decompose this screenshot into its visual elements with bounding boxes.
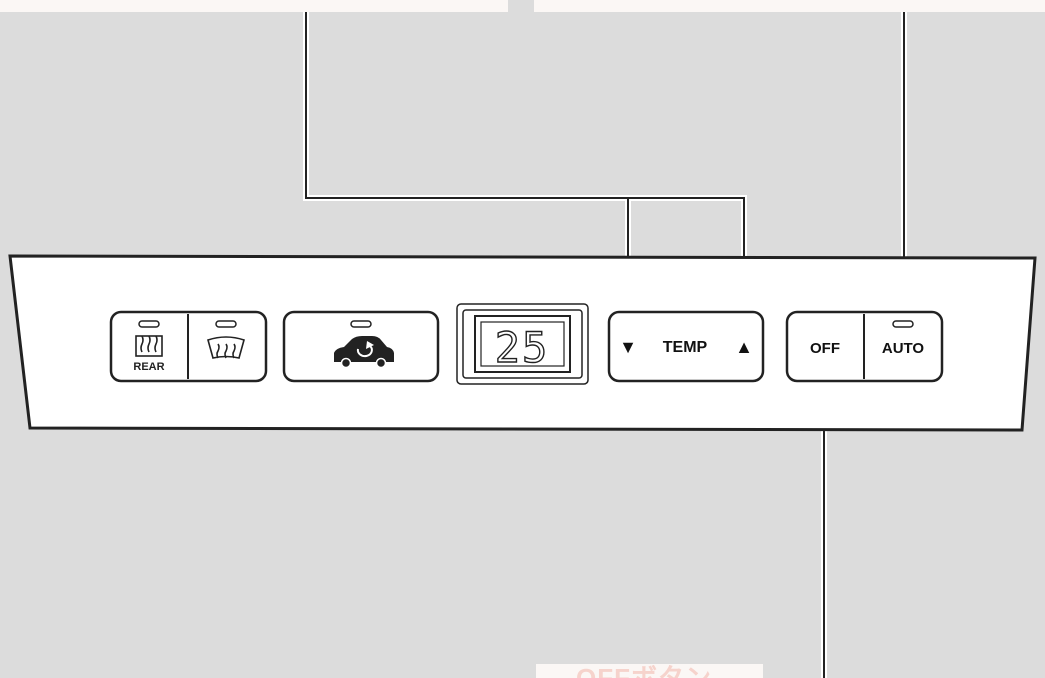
off-auto-button-group	[785, 310, 944, 383]
rear-defroster-icon	[135, 335, 163, 357]
recirculation-car-icon	[334, 336, 394, 369]
top-callout-box-left	[0, 0, 508, 12]
front-defroster-button[interactable]	[207, 320, 245, 359]
front-defroster-icon	[207, 336, 245, 359]
temp-button[interactable]: ▼ TEMP ▲	[607, 310, 765, 383]
top-callout-box-right	[534, 0, 1045, 12]
rear-defroster-button[interactable]: REAR	[133, 320, 165, 373]
temp-down-arrow[interactable]: ▼	[619, 337, 637, 357]
bottom-caption: OFFボタン	[576, 664, 712, 678]
recirculation-indicator	[350, 320, 372, 328]
rear-label: REAR	[133, 361, 164, 373]
temperature-readout: 25	[495, 323, 550, 372]
auto-label: AUTO	[882, 340, 925, 357]
rear-defroster-indicator	[138, 320, 160, 328]
auto-indicator	[892, 320, 914, 328]
defroster-button-group	[109, 310, 268, 383]
temperature-display: 25	[456, 303, 589, 385]
auto-button[interactable]: AUTO	[882, 320, 925, 357]
temp-label: TEMP	[663, 339, 708, 356]
temp-up-arrow[interactable]: ▲	[735, 337, 753, 357]
recirculation-button[interactable]	[282, 310, 440, 383]
off-label: OFF	[810, 340, 840, 357]
off-button[interactable]: OFF	[810, 340, 840, 357]
bottom-callout-box: OFFボタン	[536, 664, 763, 678]
front-defroster-indicator	[215, 320, 237, 328]
